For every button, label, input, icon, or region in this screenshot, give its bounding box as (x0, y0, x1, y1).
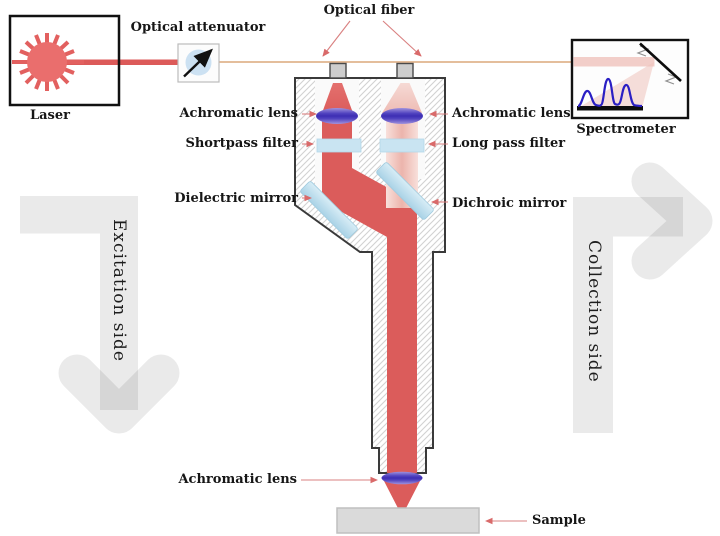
dichroic-mirror-icon (376, 162, 434, 220)
dispersed-beam-fan (578, 62, 654, 108)
spectrometer-entry-beam (573, 57, 655, 67)
achromatic-lens-bottom-icon (381, 471, 423, 485)
long-pass-filter-label: Long pass filter (452, 136, 566, 151)
longpass-filter-icon (379, 138, 425, 153)
laser-label: Laser (29, 108, 70, 123)
focused-beam-tip (384, 481, 420, 516)
fiber-pointer-right (382, 20, 422, 57)
excitation-arrow (20, 196, 180, 434)
laser-beam (47, 59, 178, 65)
dichroic-mirror-label: Dichroic mirror (452, 196, 567, 211)
spectrometer-box (570, 38, 690, 120)
detector-bar (577, 106, 643, 111)
attenuator-arrow-icon (183, 48, 213, 78)
achromatic-lens-right-label: Achromatic lens (452, 106, 571, 121)
spectrum-peaks-icon (577, 77, 643, 108)
laser-box (8, 14, 178, 107)
fiber-pointer-left (322, 20, 351, 57)
label-pointer-arrows (301, 20, 527, 525)
excitation-side-label: Excitation side (109, 219, 129, 362)
achromatic-lens-right-icon (381, 108, 423, 124)
collection-arrow (573, 162, 713, 433)
spectrometer-label: Spectrometer (576, 122, 676, 137)
laser-starburst-icon (12, 33, 84, 91)
probe-body (294, 62, 446, 516)
optical-attenuator-box (177, 43, 220, 83)
shortpass-filter-icon (316, 138, 362, 153)
achromatic-lens-bottom-label: Achromatic lens (178, 472, 297, 487)
diffraction-grating-icon (639, 42, 682, 82)
fiber-connector-left (329, 62, 347, 79)
sample-block (336, 507, 480, 534)
optical-attenuator-label: Optical attenuator (130, 20, 266, 35)
achromatic-lens-left-label: Achromatic lens (179, 106, 298, 121)
optical-fiber-label: Optical fiber (323, 3, 415, 18)
shortpass-filter-label: Shortpass filter (185, 136, 298, 151)
fiber-connector-right (396, 62, 414, 79)
dielectric-mirror-icon (300, 181, 358, 239)
achromatic-lens-left-icon (316, 108, 358, 124)
dielectric-mirror-label: Dielectric mirror (174, 191, 298, 206)
sample-label: Sample (532, 513, 586, 528)
collection-side-label: Collection side (584, 240, 604, 383)
